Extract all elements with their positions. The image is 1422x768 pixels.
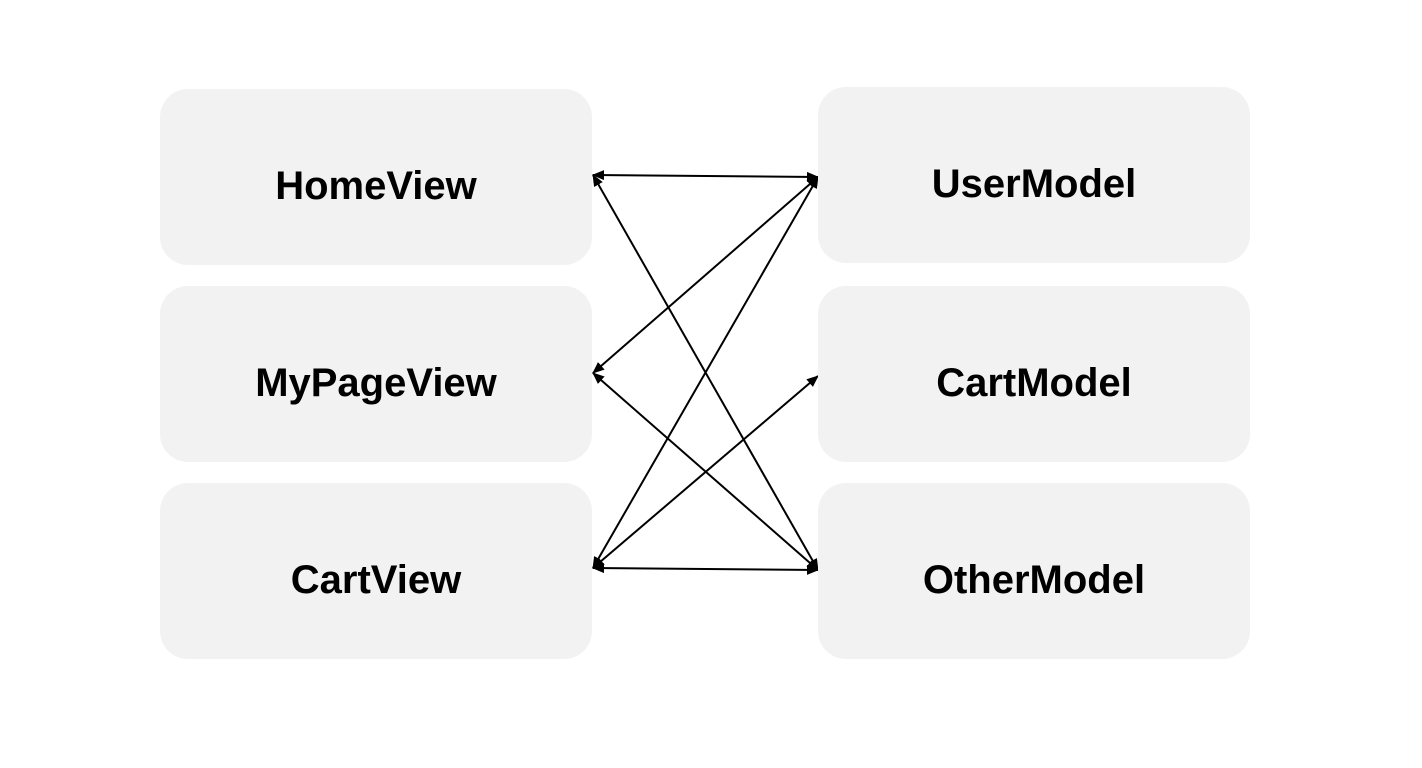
edge-cart-view-to-other-model bbox=[592, 563, 819, 575]
cart-model-label: CartModel bbox=[936, 361, 1132, 405]
edge-mypage-view-to-user-model bbox=[592, 176, 819, 374]
edge-cart-view-to-cart-model bbox=[592, 375, 819, 569]
node-mypage-view[interactable]: MyPageView bbox=[160, 286, 592, 462]
home-view-label: HomeView bbox=[275, 164, 477, 208]
edges-group bbox=[592, 170, 819, 575]
mypage-view-label: MyPageView bbox=[255, 361, 497, 405]
cart-view-label: CartView bbox=[291, 558, 462, 602]
other-model-box bbox=[818, 483, 1250, 659]
node-user-model[interactable]: UserModel bbox=[818, 87, 1250, 263]
node-cart-view[interactable]: CartView bbox=[160, 483, 592, 659]
node-other-model[interactable]: OtherModel bbox=[818, 483, 1250, 659]
cart-view-box bbox=[160, 483, 592, 659]
cart-model-box bbox=[818, 286, 1250, 462]
user-model-label: UserModel bbox=[932, 162, 1137, 206]
edge-home-view-to-user-model bbox=[592, 170, 819, 182]
node-home-view[interactable]: HomeView bbox=[160, 89, 592, 265]
other-model-label: OtherModel bbox=[923, 558, 1145, 602]
node-cart-model[interactable]: CartModel bbox=[818, 286, 1250, 462]
home-view-box bbox=[160, 89, 592, 265]
mypage-view-box bbox=[160, 286, 592, 462]
user-model-box bbox=[818, 87, 1250, 263]
